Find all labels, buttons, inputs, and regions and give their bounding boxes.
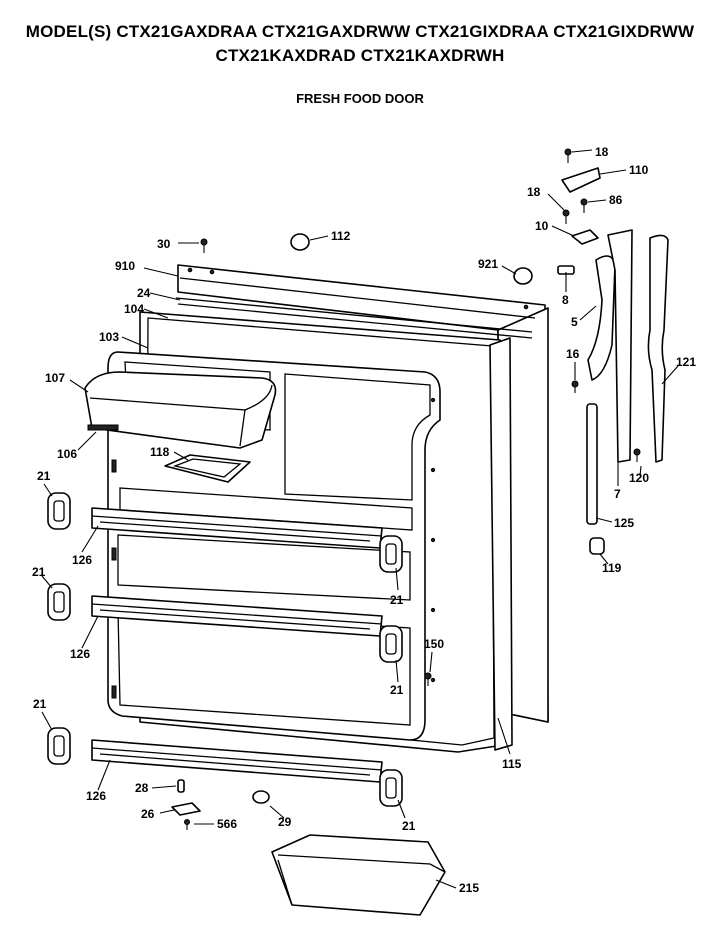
- callout-21: 21: [390, 683, 404, 697]
- callout-215: 215: [459, 881, 479, 895]
- callout-115: 115: [502, 757, 522, 771]
- callout-21: 21: [402, 819, 416, 833]
- callout-566: 566: [217, 817, 237, 831]
- callout-21: 21: [390, 593, 404, 607]
- callout-103: 103: [99, 330, 119, 344]
- leader-lines: [41, 149, 679, 889]
- hinge-assembly: [171, 167, 669, 816]
- callout-24: 24: [137, 286, 151, 300]
- dairy-compartment: [84, 371, 277, 449]
- callout-110: 110: [629, 163, 649, 177]
- callout-21: 21: [37, 469, 51, 483]
- callout-119: 119: [602, 561, 622, 575]
- page-title-models-line2: CTX21KAXDRAD CTX21KAXDRWH: [215, 46, 505, 65]
- door-bin: [271, 834, 446, 916]
- shelf-bar-lower: [91, 739, 383, 783]
- shelf-bar-upper: [91, 507, 383, 549]
- screws: [184, 148, 641, 830]
- callout-910: 910: [115, 259, 135, 273]
- callout-21: 21: [32, 565, 46, 579]
- callout-86: 86: [609, 193, 623, 207]
- callout-16: 16: [566, 347, 580, 361]
- shelf-clips: [47, 492, 403, 807]
- callout-921: 921: [478, 257, 498, 271]
- callout-118: 118: [150, 445, 170, 459]
- callout-125: 125: [614, 516, 634, 530]
- callout-21: 21: [33, 697, 47, 711]
- callout-10: 10: [535, 219, 549, 233]
- callout-126: 126: [72, 553, 92, 567]
- callout-5: 5: [571, 315, 578, 329]
- callout-107: 107: [45, 371, 65, 385]
- callout-106: 106: [57, 447, 77, 461]
- callout-29: 29: [278, 815, 292, 829]
- door-inner-liner: [107, 351, 441, 741]
- callout-28: 28: [135, 781, 149, 795]
- callout-104: 104: [124, 302, 144, 316]
- callout-121: 121: [676, 355, 696, 369]
- callout-112: 112: [331, 229, 351, 243]
- callout-126: 126: [70, 647, 90, 661]
- callout-18: 18: [595, 145, 609, 159]
- diagram-subtitle: FRESH FOOD DOOR: [296, 91, 424, 106]
- callout-8: 8: [562, 293, 569, 307]
- page-title-models: MODEL(S) CTX21GAXDRAA CTX21GAXDRWW CTX21…: [25, 22, 695, 41]
- callout-30: 30: [157, 237, 171, 251]
- tray: [164, 454, 251, 483]
- callout-120: 120: [629, 471, 649, 485]
- callout-126: 126: [86, 789, 106, 803]
- callout-labels: 18 110 18 86 10 30 112 910 921 24 8 104 …: [32, 145, 696, 895]
- callout-18: 18: [527, 185, 541, 199]
- callout-26: 26: [141, 807, 155, 821]
- callout-150: 150: [424, 637, 444, 651]
- callout-7: 7: [614, 487, 621, 501]
